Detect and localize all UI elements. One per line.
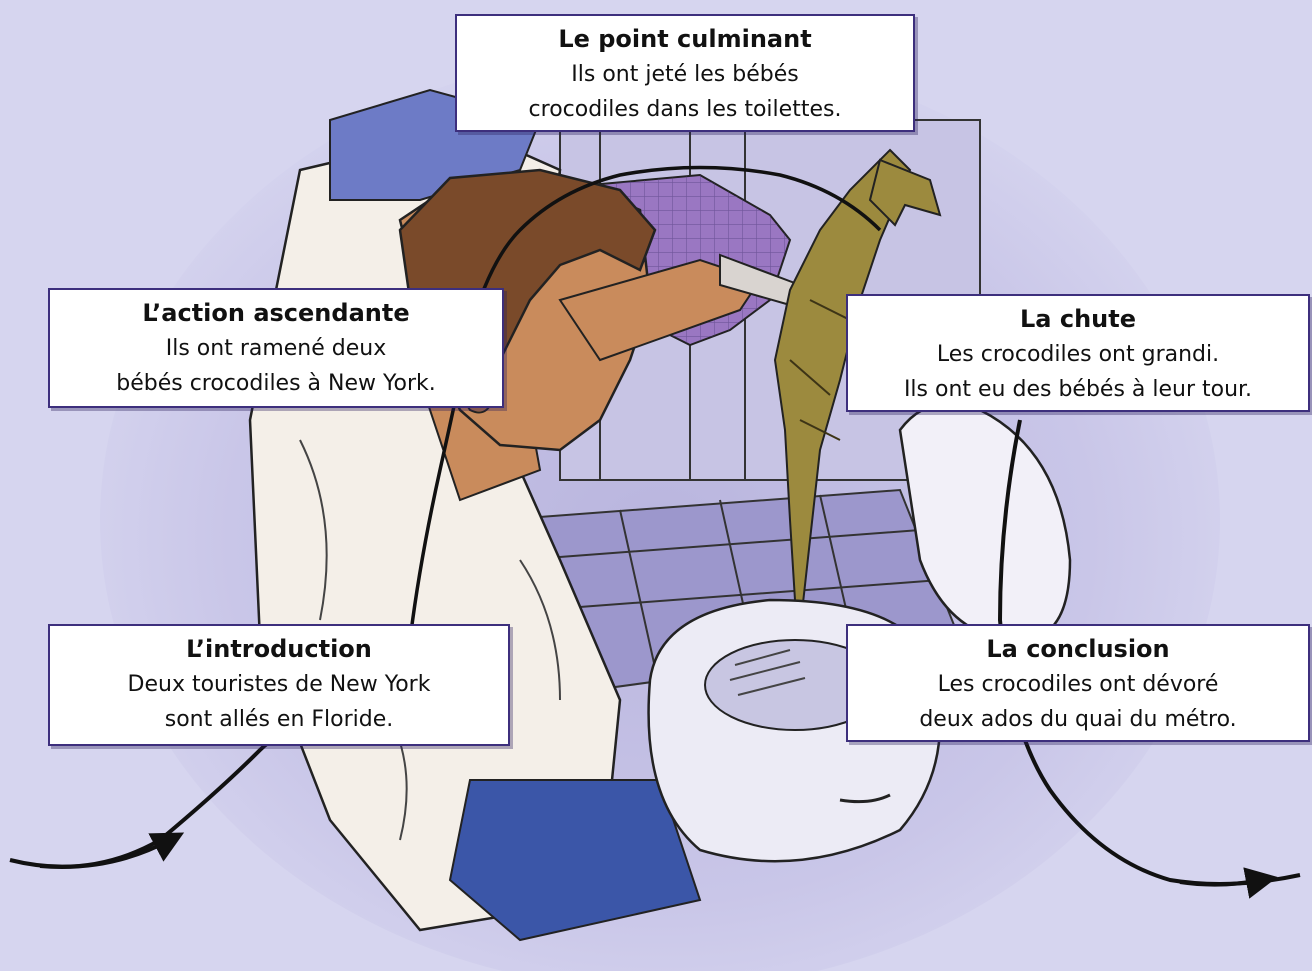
stage-title-introduction: L’introduction — [50, 632, 508, 667]
stage-text-introduction-2: sont allés en Floride. — [50, 702, 508, 737]
stage-box-falling-action: La chute Les crocodiles ont grandi. Ils … — [846, 294, 1310, 412]
stage-text-climax-2: crocodiles dans les toilettes. — [457, 92, 913, 127]
stage-box-rising-action: L’action ascendante Ils ont ramené deux … — [48, 288, 504, 408]
stage-text-introduction-1: Deux touristes de New York — [50, 667, 508, 702]
stage-box-climax: Le point culminant Ils ont jeté les bébé… — [455, 14, 915, 132]
stage-box-conclusion: La conclusion Les crocodiles ont dévoré … — [846, 624, 1310, 742]
stage-title-rising-action: L’action ascendante — [50, 296, 502, 331]
stage-box-introduction: L’introduction Deux touristes de New Yor… — [48, 624, 510, 746]
stage-title-conclusion: La conclusion — [848, 632, 1308, 667]
stage-title-falling-action: La chute — [848, 302, 1308, 337]
stage-text-falling-action-2: Ils ont eu des bébés à leur tour. — [848, 372, 1308, 407]
stage-text-rising-action-1: Ils ont ramené deux — [50, 331, 502, 366]
stage-text-conclusion-2: deux ados du quai du métro. — [848, 702, 1308, 737]
stage-text-climax-1: Ils ont jeté les bébés — [457, 57, 913, 92]
stage-text-conclusion-1: Les crocodiles ont dévoré — [848, 667, 1308, 702]
stage-text-falling-action-1: Les crocodiles ont grandi. — [848, 337, 1308, 372]
stage-text-rising-action-2: bébés crocodiles à New York. — [50, 366, 502, 401]
stage-title-climax: Le point culminant — [457, 22, 913, 57]
